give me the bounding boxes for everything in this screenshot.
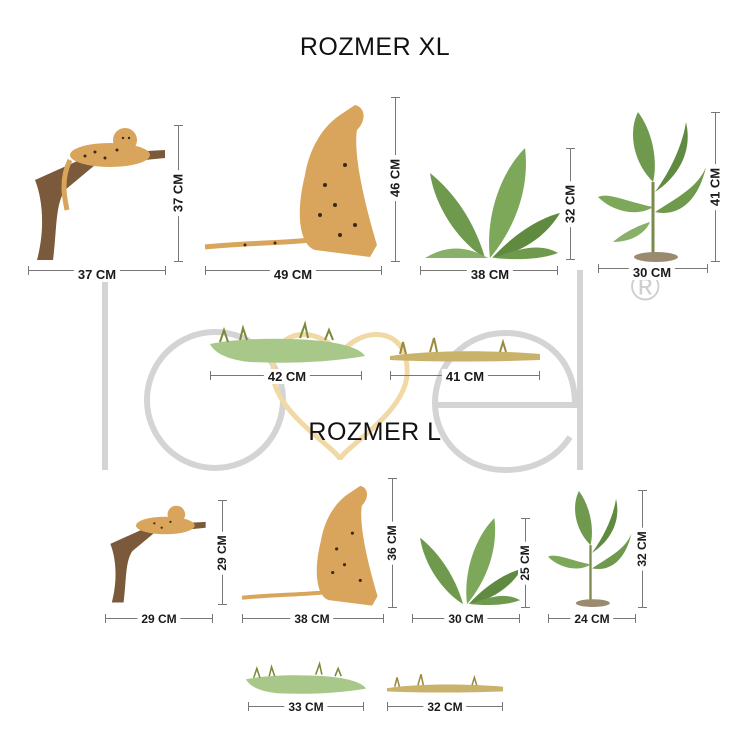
bush-icon [420, 518, 522, 605]
xl-green-grass-width: 42 CM [263, 369, 311, 384]
section-title-xl: ROZMER XL [299, 33, 451, 61]
xl-lying-cheetah-height: 37 CM [170, 169, 186, 217]
banana-plant-icon [548, 491, 632, 607]
xl-dry-grass [390, 337, 540, 363]
l-sitting-cheetah-width: 38 CM [290, 612, 334, 626]
xl-green-grass [210, 320, 365, 364]
l-banana-plant-width: 24 CM [570, 612, 614, 626]
l-bush-width: 30 CM [444, 612, 488, 626]
xl-lying-cheetah-width: 37 CM [73, 267, 121, 282]
xl-bush-height: 32 CM [562, 180, 578, 228]
section-title-l: ROZMER L [308, 418, 442, 446]
xl-sitting-cheetah-height: 46 CM [387, 154, 403, 202]
xl-banana-plant-width: 30 CM [628, 265, 676, 280]
l-dry-grass-width: 32 CM [423, 700, 467, 714]
xl-bush [420, 148, 560, 263]
l-lying-cheetah-height: 29 CM [215, 531, 229, 575]
xl-dry-grass-width: 41 CM [441, 369, 489, 384]
xl-banana-plant [598, 112, 708, 262]
xl-banana-plant-height: 41 CM [707, 163, 723, 211]
l-banana-plant [548, 490, 633, 608]
l-lying-cheetah-width: 29 CM [137, 612, 181, 626]
l-sitting-cheetah [241, 478, 384, 608]
brand-watermark: ® [95, 265, 660, 480]
l-bush-height: 25 CM [518, 541, 532, 585]
l-bush [412, 518, 522, 608]
l-sitting-cheetah-height: 36 CM [385, 521, 399, 565]
xl-sitting-cheetah [204, 95, 385, 260]
bush-icon [425, 148, 560, 260]
dry-grass-icon [387, 674, 503, 693]
watermark-logo-icon [102, 270, 583, 474]
l-banana-plant-height: 32 CM [635, 527, 649, 571]
l-dry-grass [387, 674, 503, 694]
cheetah-on-branch-icon [35, 128, 165, 260]
sitting-cheetah-icon [204, 105, 377, 257]
dry-grass-icon [390, 337, 540, 362]
xl-sitting-cheetah-width: 49 CM [269, 267, 317, 282]
banana-plant-icon [598, 112, 706, 262]
xl-lying-cheetah [25, 120, 175, 265]
l-green-grass [246, 660, 366, 695]
grass-pool-icon [210, 320, 365, 363]
sitting-cheetah-icon [241, 485, 378, 606]
l-green-grass-width: 33 CM [284, 700, 328, 714]
l-lying-cheetah [103, 498, 213, 608]
grass-pool-icon [246, 660, 366, 694]
xl-bush-width: 38 CM [466, 267, 514, 282]
cheetah-on-branch-icon [110, 505, 206, 603]
